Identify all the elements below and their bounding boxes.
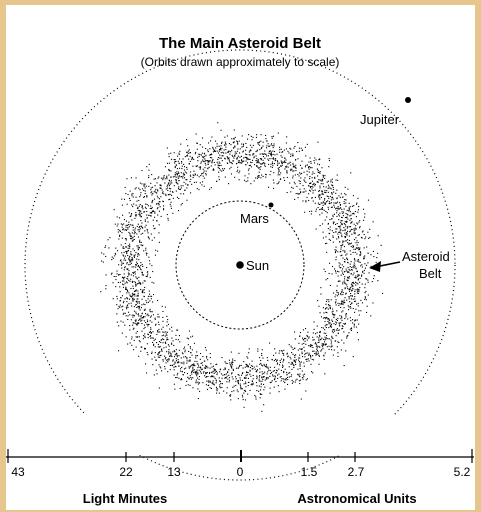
scale-bar: 43 22 13 0 1.5 2.7 5.2 Light Minutes Ast…	[6, 449, 474, 506]
asteroid-belt-label-line2: Belt	[419, 266, 442, 281]
scale-label-13: 13	[167, 465, 181, 479]
jupiter-orbit	[24, 49, 456, 481]
jupiter-orbit-cut	[20, 415, 460, 455]
page-title: The Main Asteroid Belt	[159, 35, 321, 52]
mars-dot	[268, 202, 274, 208]
scale-label-0: 0	[237, 465, 244, 479]
scale-label-43: 43	[11, 465, 25, 479]
scale-label-2.7: 2.7	[348, 465, 365, 479]
scale-unit-astronomical-units: Astronomical Units	[297, 491, 416, 506]
jupiter-dot	[405, 97, 411, 103]
jupiter-label: Jupiter	[360, 112, 400, 127]
mars-orbit	[175, 200, 305, 330]
sun-dot	[236, 261, 244, 269]
sun-label: Sun	[246, 258, 269, 273]
asteroid-belt-label-line1: Asteroid	[402, 249, 450, 264]
scale-unit-light-minutes: Light Minutes	[83, 491, 168, 506]
page-subtitle: (Orbits drawn approximately to scale)	[141, 55, 340, 69]
asteroid-belt-arrow	[369, 261, 401, 272]
scale-label-5.2: 5.2	[454, 465, 471, 479]
asteroid-belt	[100, 122, 384, 412]
scale-label-22: 22	[119, 465, 133, 479]
scale-label-1.5: 1.5	[301, 465, 318, 479]
mars-label: Mars	[240, 211, 269, 226]
